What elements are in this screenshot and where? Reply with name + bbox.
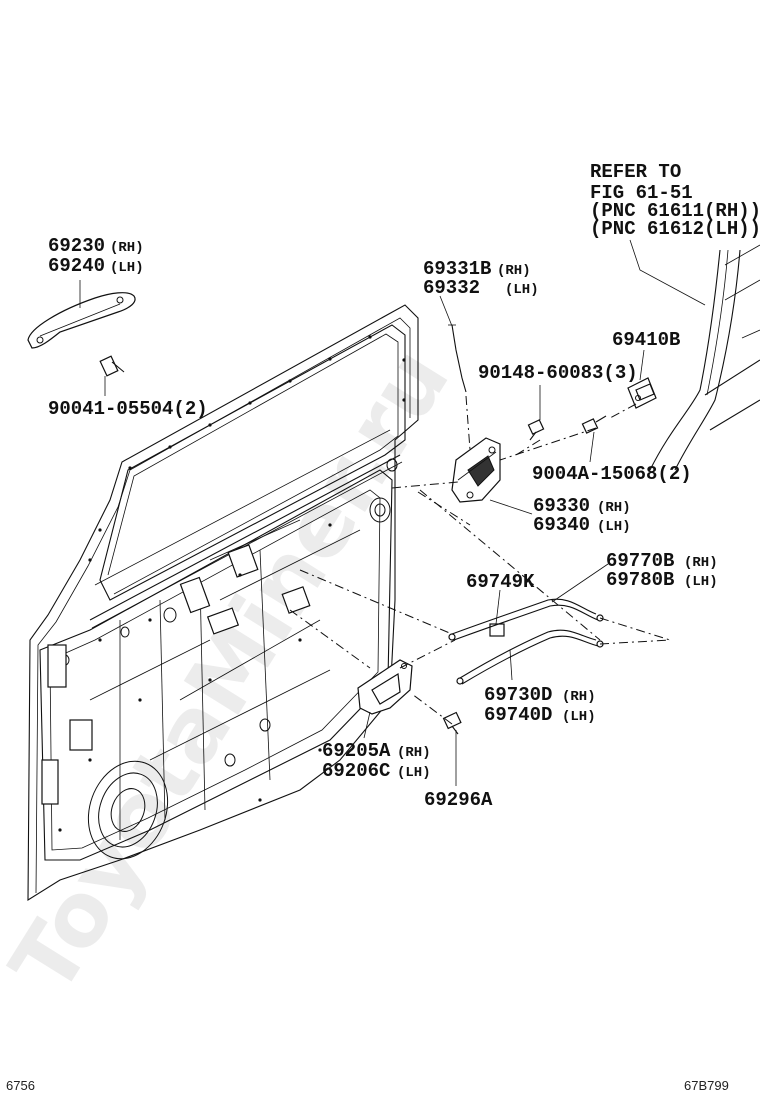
label-69331B: 69331B bbox=[423, 258, 491, 280]
label-69332: 69332 bbox=[423, 277, 480, 299]
label-69332-side: (LH) bbox=[505, 282, 539, 298]
outside-handle-part bbox=[27, 292, 136, 349]
control-cables bbox=[448, 598, 604, 685]
screw-9004A-part bbox=[581, 415, 607, 434]
rivet-dots bbox=[58, 335, 406, 832]
label-69770B: 69770B bbox=[606, 550, 674, 572]
label-69730D: 69730D bbox=[484, 684, 552, 706]
label-69749K: 69749K bbox=[466, 571, 535, 593]
door-lock-assembly-part bbox=[451, 437, 501, 503]
label-69770B-side: (RH) bbox=[684, 555, 718, 571]
footer-left-code: 6756 bbox=[6, 1078, 35, 1093]
label-69340: 69340 bbox=[533, 514, 590, 536]
door-panel bbox=[27, 304, 419, 901]
label-69410B: 69410B bbox=[612, 329, 680, 351]
label-69780B: 69780B bbox=[606, 569, 674, 591]
label-69740D: 69740D bbox=[484, 704, 552, 726]
screw-69296A-part bbox=[442, 711, 462, 735]
label-69230: 69230 bbox=[48, 235, 105, 257]
label-69740D-side: (LH) bbox=[562, 709, 596, 725]
label-69730D-side: (RH) bbox=[562, 689, 596, 705]
callout-labels: REFER TO FIG 61-51 (PNC 61611(RH)) (PNC … bbox=[48, 161, 760, 811]
label-69205A: 69205A bbox=[322, 740, 391, 762]
label-69205A-side: (RH) bbox=[397, 745, 431, 761]
label-69340-side: (LH) bbox=[597, 519, 631, 535]
inside-handle-part bbox=[357, 659, 413, 715]
door-frame-reference bbox=[649, 244, 760, 471]
label-69331B-side: (RH) bbox=[497, 263, 531, 279]
label-69330-side: (RH) bbox=[597, 500, 631, 516]
label-69206C: 69206C bbox=[322, 760, 390, 782]
leader-lines bbox=[79, 239, 706, 786]
label-69206C-side: (LH) bbox=[397, 765, 431, 781]
refer-line-3: (PNC 61611(RH)) bbox=[590, 200, 760, 222]
label-69330: 69330 bbox=[533, 495, 590, 517]
label-90041: 90041-05504(2) bbox=[48, 398, 208, 420]
label-69780B-side: (LH) bbox=[684, 574, 718, 590]
screw-90148-part bbox=[527, 419, 545, 441]
refer-line-2: FIG 61-51 bbox=[590, 182, 693, 204]
refer-line-1: REFER TO bbox=[590, 161, 681, 183]
bolt-90041-part bbox=[99, 355, 125, 377]
label-9004A: 9004A-15068(2) bbox=[532, 463, 692, 485]
label-69230-side: (RH) bbox=[110, 240, 144, 256]
label-69240-side: (LH) bbox=[110, 260, 144, 276]
label-90148: 90148-60083(3) bbox=[478, 362, 638, 384]
footer-right-code: 67B799 bbox=[684, 1078, 729, 1093]
label-69296A: 69296A bbox=[424, 789, 493, 811]
refer-line-4: (PNC 61612(LH)) bbox=[590, 218, 760, 240]
striker-part bbox=[627, 377, 657, 409]
assembly-lines bbox=[289, 395, 671, 725]
label-69240: 69240 bbox=[48, 255, 105, 277]
